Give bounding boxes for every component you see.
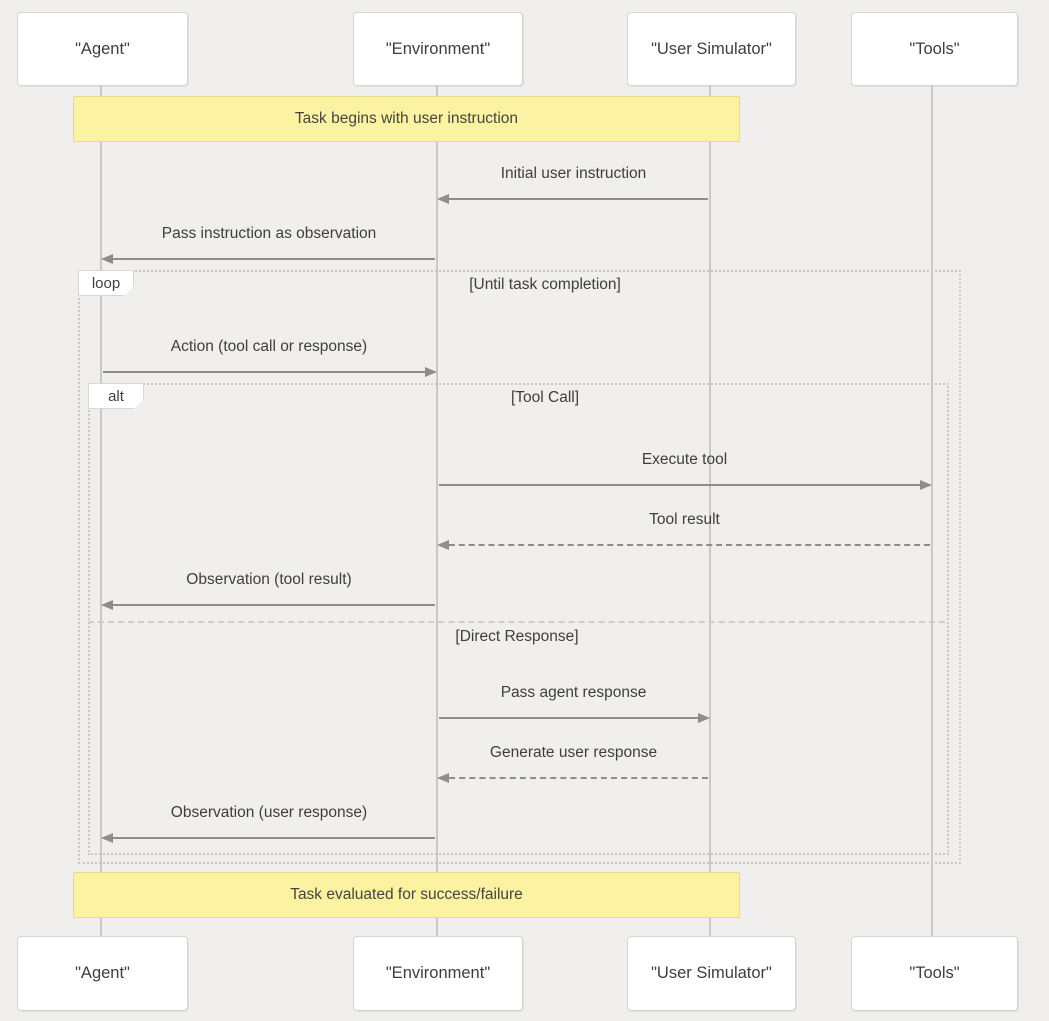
message-execute-tool: Execute tool [437,449,932,491]
message-label: Generate user response [489,744,658,761]
arrowhead-left-icon [101,254,113,264]
message-tool-result: Tool result [437,509,932,551]
message-label: Observation (user response) [170,804,368,821]
arrowhead-right-icon [920,480,932,490]
actor-label: "Environment" [385,39,491,58]
alt-condition-direct-response: [Direct Response] [455,628,579,645]
lifeline-agent [100,84,102,936]
lifeline-environment [436,84,438,936]
note-task-evaluated: Task evaluated for success/failure [73,872,740,918]
message-initial-user-instruction: Initial user instruction [437,163,710,205]
lifeline-tools [931,84,933,936]
message-observation-tool-result: Observation (tool result) [101,569,437,611]
actor-label: "Agent" [75,39,130,58]
actor-label: "Tools" [909,964,960,982]
actor-environment-top: "Environment" [353,12,523,86]
actor-label: "User Simulator" [651,39,772,58]
alt-frame [88,383,949,855]
message-generate-user-response: Generate user response [437,742,710,784]
message-line [103,371,435,373]
actor-label: "Environment" [385,964,491,982]
message-line [103,837,435,839]
arrowhead-left-icon [437,773,449,783]
message-pass-instruction-as-observation: Pass instruction as observation [101,223,437,265]
message-label: Execute tool [641,451,728,468]
message-line-dashed [439,777,708,779]
arrowhead-right-icon [425,367,437,377]
message-pass-agent-response: Pass agent response [437,682,710,724]
actor-label: "Tools" [909,39,960,58]
arrowhead-right-icon [698,713,710,723]
message-label: Pass agent response [500,684,647,701]
lifeline-user-simulator [709,84,711,936]
arrowhead-left-icon [437,540,449,550]
loop-label: loop [78,270,134,296]
actor-user-simulator-bottom: "User Simulator" [627,936,796,1011]
arrowhead-left-icon [101,600,113,610]
message-action-tool-call-or-response: Action (tool call or response) [101,336,437,378]
actor-agent-top: "Agent" [17,12,188,86]
alt-divider [88,621,945,623]
message-line [439,717,708,719]
message-line [439,198,708,200]
loop-label-text: loop [91,274,121,292]
alt-label: alt [88,383,144,409]
message-line-dashed [439,544,930,546]
message-observation-user-response: Observation (user response) [101,802,437,844]
alt-label-text: alt [108,387,124,405]
actor-tools-top: "Tools" [851,12,1018,86]
loop-condition: [Until task completion] [469,276,621,293]
message-label: Action (tool call or response) [170,338,368,355]
message-label: Observation (tool result) [186,571,352,588]
message-line [103,258,435,260]
message-label: Pass instruction as observation [161,225,377,242]
message-label: Tool result [649,511,720,528]
loop-frame [78,270,961,864]
actor-label: "Agent" [75,964,130,982]
arrowhead-left-icon [101,833,113,843]
actor-tools-bottom: "Tools" [851,936,1018,1011]
message-line [439,484,930,486]
actor-user-simulator-top: "User Simulator" [627,12,796,86]
actor-label: "User Simulator" [651,964,772,982]
note-task-begins: Task begins with user instruction [73,96,740,142]
actor-agent-bottom: "Agent" [17,936,188,1011]
message-line [103,604,435,606]
message-label: Initial user instruction [500,165,647,182]
alt-condition-tool-call: [Tool Call] [510,389,580,406]
arrowhead-left-icon [437,194,449,204]
actor-environment-bottom: "Environment" [353,936,523,1011]
